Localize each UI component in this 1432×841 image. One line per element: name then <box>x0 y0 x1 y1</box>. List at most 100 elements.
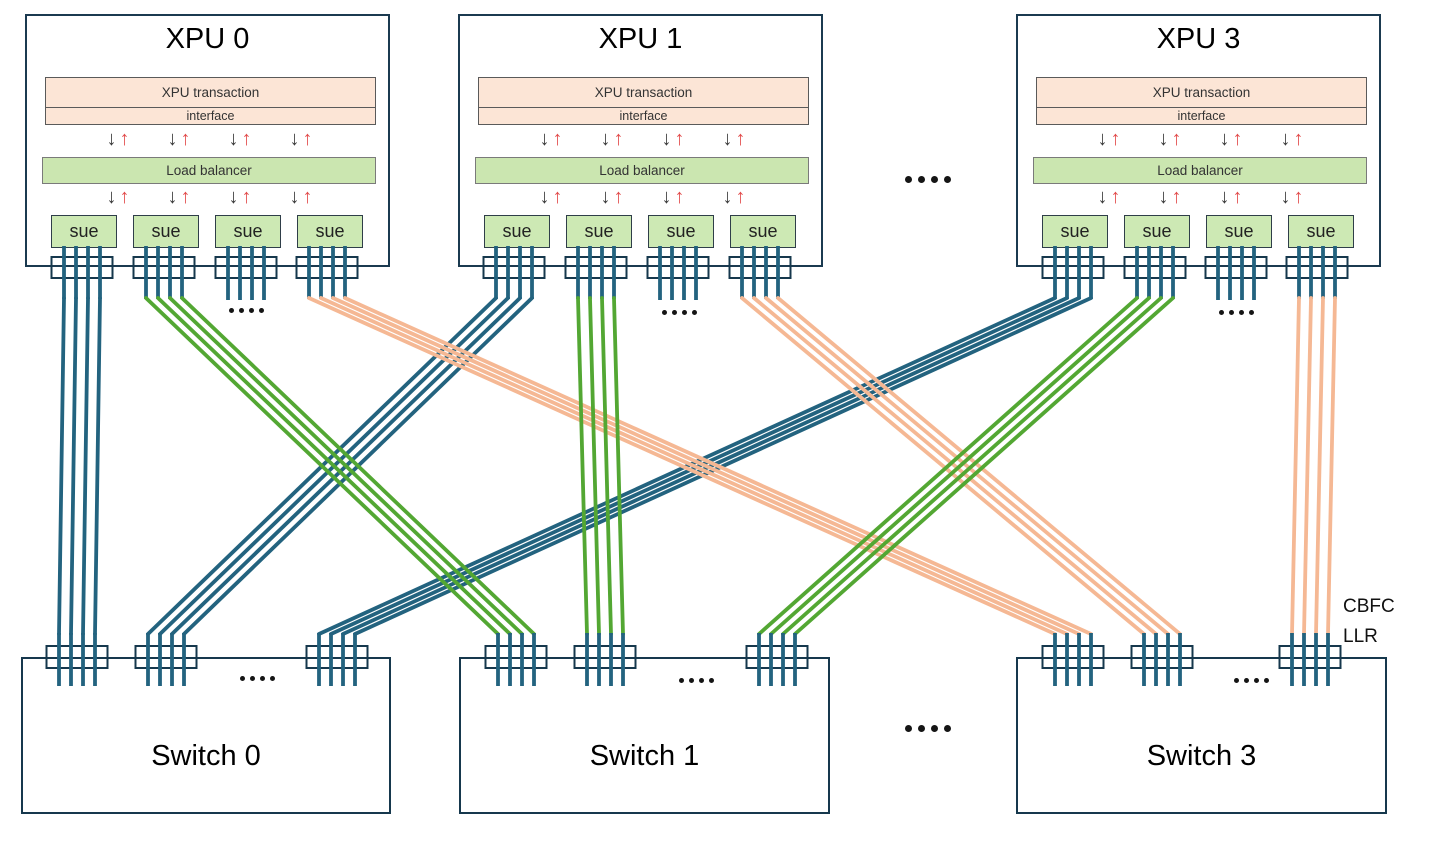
down-arrow-icon: ↓ <box>722 186 733 208</box>
llr-label: LLR <box>1343 626 1378 647</box>
arrow-pair: ↓↑ <box>1220 185 1243 209</box>
link-line <box>168 296 524 636</box>
xpu-3-box: XPU 3 XPU transaction interface ↓↑↓↑↓↑↓↑… <box>1016 14 1381 267</box>
arrow-pair: ↓↑ <box>229 185 252 209</box>
load-balancer-block: Load balancer <box>475 157 809 184</box>
arrow-pair: ↓↑ <box>1281 185 1304 209</box>
arrow-pair: ↓↑ <box>723 127 746 151</box>
arrow-row: ↓↑↓↑↓↑↓↑ <box>45 185 374 209</box>
sue-block: sue <box>51 215 117 248</box>
link-line <box>781 296 1163 636</box>
down-arrow-icon: ↓ <box>289 186 300 208</box>
up-arrow-icon: ↑ <box>613 186 624 208</box>
arrow-pair: ↓↑ <box>168 127 191 151</box>
sue-block: sue <box>1206 215 1272 248</box>
down-arrow-icon: ↓ <box>1280 186 1291 208</box>
link-line <box>353 296 1093 636</box>
arrow-row: ↓↑↓↑↓↑↓↑ <box>45 127 374 151</box>
ellipsis-icon <box>905 725 951 732</box>
arrow-pair: ↓↑ <box>107 127 130 151</box>
switch-1-box: Switch 1 <box>459 657 830 814</box>
xpu-transaction-block: XPU transaction interface <box>478 77 809 125</box>
switch-3-box: Switch 3 <box>1016 657 1387 814</box>
link-line <box>588 296 601 636</box>
interface-label: interface <box>479 107 808 124</box>
arrow-pair: ↓↑ <box>662 127 685 151</box>
down-arrow-icon: ↓ <box>1219 128 1230 150</box>
xpu-0-box: XPU 0 XPU transaction interface ↓↑↓↑↓↑↓↑… <box>25 14 390 267</box>
link-line <box>170 296 522 636</box>
arrow-row: ↓↑↓↑↓↑↓↑ <box>478 185 807 209</box>
link-line <box>156 296 512 636</box>
load-balancer-block: Load balancer <box>1033 157 1367 184</box>
down-arrow-icon: ↓ <box>539 128 550 150</box>
link-line <box>740 296 1146 636</box>
sue-block: sue <box>730 215 796 248</box>
link-line <box>600 296 613 636</box>
up-arrow-icon: ↑ <box>1110 186 1121 208</box>
down-arrow-icon: ↓ <box>1219 186 1230 208</box>
arrow-pair: ↓↑ <box>1159 185 1182 209</box>
link-line <box>180 296 536 636</box>
link-line <box>576 296 589 636</box>
switch-0-box: Switch 0 <box>21 657 391 814</box>
link-line <box>144 296 500 636</box>
link-line <box>1290 296 1301 636</box>
down-arrow-icon: ↓ <box>1158 186 1169 208</box>
switch-0-title: Switch 0 <box>151 740 261 772</box>
link-line <box>1326 296 1337 636</box>
arrow-pair: ↓↑ <box>723 185 746 209</box>
up-arrow-icon: ↑ <box>241 186 252 208</box>
interface-label: interface <box>1037 107 1366 124</box>
link-line <box>793 296 1175 636</box>
down-arrow-icon: ↓ <box>1097 128 1108 150</box>
link-line <box>307 296 1057 636</box>
link-line <box>69 296 78 636</box>
link-line <box>57 296 66 636</box>
arrow-row: ↓↑↓↑↓↑↓↑ <box>1036 127 1365 151</box>
up-arrow-icon: ↑ <box>119 128 130 150</box>
link-line <box>341 296 1081 636</box>
arrow-pair: ↓↑ <box>1220 127 1243 151</box>
cbfc-label: CBFC <box>1343 596 1395 617</box>
down-arrow-icon: ↓ <box>539 186 550 208</box>
ellipsis-icon <box>679 678 714 683</box>
xpu-transaction-label: XPU transaction <box>161 85 260 100</box>
up-arrow-icon: ↑ <box>552 186 563 208</box>
link-line <box>764 296 1170 636</box>
link-line <box>146 296 498 636</box>
ellipsis-icon <box>240 676 275 681</box>
arrow-pair: ↓↑ <box>601 127 624 151</box>
arrow-pair: ↓↑ <box>229 127 252 151</box>
link-line <box>757 296 1139 636</box>
sue-block: sue <box>215 215 281 248</box>
sue-block: sue <box>1288 215 1354 248</box>
ellipsis-icon <box>662 310 697 315</box>
up-arrow-icon: ↑ <box>119 186 130 208</box>
up-arrow-icon: ↑ <box>1171 186 1182 208</box>
up-arrow-icon: ↑ <box>735 186 746 208</box>
up-arrow-icon: ↑ <box>1232 128 1243 150</box>
down-arrow-icon: ↓ <box>600 186 611 208</box>
arrow-pair: ↓↑ <box>1159 127 1182 151</box>
link-line <box>319 296 1069 636</box>
link-line <box>1314 296 1325 636</box>
link-line <box>752 296 1158 636</box>
up-arrow-icon: ↑ <box>1293 128 1304 150</box>
link-line <box>317 296 1057 636</box>
arrow-pair: ↓↑ <box>290 185 313 209</box>
down-arrow-icon: ↓ <box>167 186 178 208</box>
switch-1-title: Switch 1 <box>589 740 700 772</box>
arrow-row: ↓↑↓↑↓↑↓↑ <box>478 127 807 151</box>
switch-3-title: Switch 3 <box>1146 740 1257 772</box>
arrow-pair: ↓↑ <box>1281 127 1304 151</box>
up-arrow-icon: ↑ <box>1232 186 1243 208</box>
down-arrow-icon: ↓ <box>167 128 178 150</box>
arrow-pair: ↓↑ <box>601 185 624 209</box>
ellipsis-icon <box>905 176 951 183</box>
down-arrow-icon: ↓ <box>106 186 117 208</box>
up-arrow-icon: ↑ <box>302 128 313 150</box>
ellipsis-icon <box>1219 310 1254 315</box>
xpu-transaction-block: XPU transaction interface <box>1036 77 1367 125</box>
